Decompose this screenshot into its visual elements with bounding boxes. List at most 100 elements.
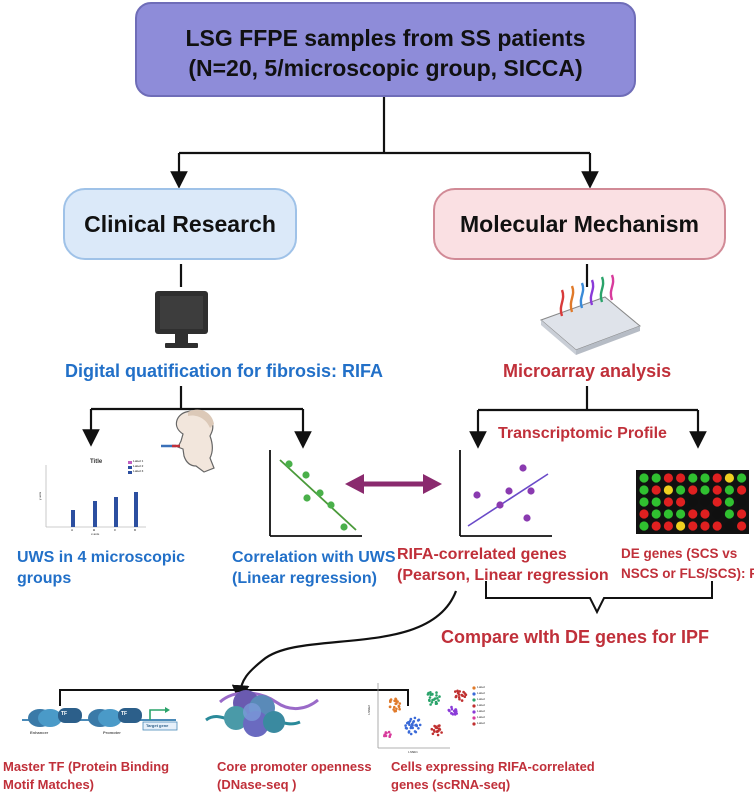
tsne-point [417, 727, 420, 730]
master-tf-line-2: Motif Matches) [3, 777, 94, 792]
scatter-negative [269, 450, 362, 537]
tsne-legend-dot [472, 686, 476, 690]
heatmap-spot [724, 521, 735, 531]
heatmap-spot [676, 497, 686, 507]
tsne-point [435, 730, 439, 734]
tsne-point [408, 723, 411, 726]
tsne-point [434, 702, 438, 705]
transcriptomic-profile-label: Transcriptomic Profile [498, 425, 667, 442]
compare-ipf-label: Compare wIth DE genes for IPF [441, 627, 710, 647]
de-genes-line-1: DE genes (SCS vs [621, 546, 738, 561]
heatmap-spot [688, 497, 698, 507]
curved-arrow [231, 590, 458, 703]
tsne-point [398, 707, 401, 711]
tsne-point [452, 709, 456, 713]
samples-title-line-2: (N=20, 5/microscopic group, SICCA) [188, 55, 583, 81]
mini-chart-cat-d: D [134, 528, 137, 532]
tsne-point [435, 691, 438, 694]
heatmap-spot [663, 485, 674, 495]
heatmap-spot [700, 473, 710, 483]
top-split-connector [170, 97, 599, 189]
heatmap-spot [651, 521, 661, 531]
tsne-legend-dot [472, 704, 476, 708]
nucleosome-icon [205, 690, 319, 737]
scatter-positive [459, 450, 552, 537]
heatmap-spot [663, 509, 674, 519]
tsne-point [416, 719, 420, 722]
tsne-point [407, 730, 411, 733]
tsne-point [388, 705, 392, 709]
tsne-point [463, 695, 467, 698]
mini-chart-legend-2: Label 2 [133, 464, 144, 468]
heatmap-spot [700, 485, 710, 495]
tsne-legend-label: Label [477, 685, 485, 689]
heatmap-spot [737, 485, 747, 495]
heatmap-spot [737, 509, 747, 519]
clinical-research-label: Clinical Research [84, 210, 276, 237]
heatmap-spot [688, 521, 698, 531]
tsne-point [461, 694, 464, 697]
rifa-genes-line-1: RIFA-correlated genes [397, 546, 567, 563]
heatmap-spot [737, 521, 747, 531]
tsne-point [435, 694, 438, 697]
tsne-point [450, 705, 453, 709]
tsne-point [404, 724, 407, 727]
molecular-mechanism-box: Molecular Mechanism [433, 188, 726, 260]
heatmap-spot [724, 509, 735, 519]
correlation-uws-line-2: (Linear regression) [232, 570, 377, 587]
monitor-icon [155, 291, 208, 348]
heatmap-spot [676, 521, 686, 531]
tsne-point [389, 733, 392, 736]
heatmap-spot [639, 485, 649, 495]
mini-chart-title: Title [90, 459, 103, 465]
bar-d [134, 492, 138, 527]
cells-expressing-line-1: Cells expressing RIFA-correlated [391, 759, 595, 774]
tsne-point [398, 702, 402, 705]
heatmap-spot [700, 497, 710, 507]
mini-chart-ylabel: y axis [38, 491, 43, 501]
microarray-icon [540, 274, 641, 355]
tsne-point [429, 691, 432, 694]
tsne-point [415, 723, 418, 727]
heatmap-spot [651, 473, 661, 483]
tsne-point [458, 690, 462, 693]
master-tf-line-1: Master TF (Protein Binding [3, 759, 170, 774]
tsne-legend-label: Label [477, 715, 485, 719]
tsne-point [395, 702, 398, 705]
tsne-legend-dot [472, 710, 476, 714]
tsne-point [405, 727, 409, 730]
clinical-split-connector [82, 407, 312, 449]
bar-a [71, 510, 75, 527]
mini-chart-cat-a: A [71, 528, 74, 532]
tsne-point [387, 730, 391, 734]
tsne-point [437, 724, 440, 728]
tsne-point [457, 696, 461, 699]
enhancer-label: Enhancer [30, 730, 49, 735]
heatmap-spot [712, 509, 722, 519]
heatmap-spot [737, 497, 747, 507]
tsne-legend-label: Label [477, 721, 485, 725]
tsne-legend-dot [472, 716, 476, 720]
core-promoter-line-1: Core promoter openness [217, 759, 372, 774]
tsne-point [413, 716, 417, 720]
mini-chart-legend-1: Label 1 [133, 459, 144, 463]
heatmap-spot [639, 473, 649, 483]
tsne-point [426, 693, 430, 696]
tsne-point [396, 700, 399, 703]
tsne-point [435, 726, 439, 730]
tsne-point [393, 710, 397, 713]
tsne-point [431, 732, 435, 736]
tsne-legend-dot [472, 692, 476, 696]
tsne-point [429, 693, 432, 696]
heatmap-spot [639, 509, 649, 519]
tsne-legend-label: Label [477, 691, 485, 695]
samples-box: LSG FFPE samples from SS patients (N=20,… [135, 2, 636, 97]
tsne-point [454, 690, 457, 693]
tsne-point [454, 695, 458, 699]
tsne-point [450, 711, 453, 715]
tsne-point [460, 699, 464, 702]
tsne-point [385, 731, 388, 735]
tsne-point [389, 700, 392, 703]
tf-icon-label-1: TF [61, 711, 68, 717]
